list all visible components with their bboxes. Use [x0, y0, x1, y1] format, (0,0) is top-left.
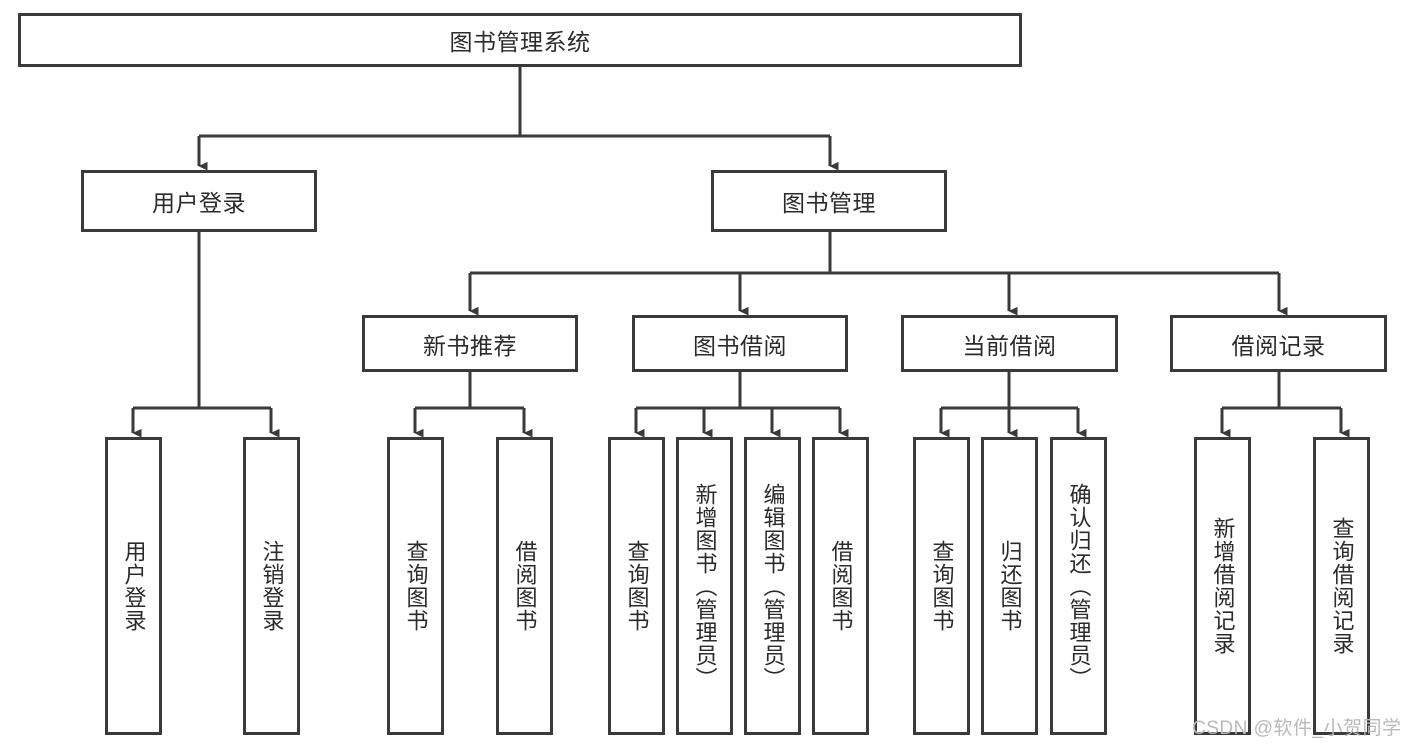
leaf-borrow-book-recommend[interactable]: 借阅图书	[496, 437, 553, 735]
node-book-management[interactable]: 图书管理	[711, 170, 947, 232]
leaf-return-book[interactable]: 归还图书	[981, 437, 1038, 735]
node-label: 新书推荐	[423, 332, 517, 359]
node-label: 查询图书	[624, 540, 650, 632]
node-label: 图书借阅	[693, 332, 787, 359]
leaf-add-book-admin[interactable]: 新增图书（管理员）	[676, 437, 733, 735]
leaf-user-login[interactable]: 用户登录	[105, 437, 162, 735]
leaf-borrow-book[interactable]: 借阅图书	[812, 437, 869, 735]
node-label: 借阅记录	[1231, 332, 1326, 359]
node-label: 借阅图书	[828, 540, 854, 632]
leaf-query-book-recommend[interactable]: 查询图书	[387, 437, 444, 735]
node-borrow-record[interactable]: 借阅记录	[1170, 315, 1387, 372]
leaf-query-borrow-record[interactable]: 查询借阅记录	[1313, 437, 1370, 735]
node-current-borrow[interactable]: 当前借阅	[901, 315, 1118, 372]
node-label: 图书管理	[782, 190, 876, 216]
node-new-book-recommend[interactable]: 新书推荐	[362, 315, 578, 372]
node-label: 确认归还（管理员）	[1066, 482, 1092, 690]
node-label: 新增借阅记录	[1210, 517, 1236, 655]
node-root-system[interactable]: 图书管理系统	[18, 13, 1022, 67]
leaf-edit-book-admin[interactable]: 编辑图书（管理员）	[744, 437, 801, 735]
node-label: 编辑图书（管理员）	[760, 482, 786, 690]
leaf-logout[interactable]: 注销登录	[243, 437, 300, 735]
node-book-borrow[interactable]: 图书借阅	[632, 315, 848, 372]
node-label: 查询借阅记录	[1329, 517, 1355, 655]
watermark: CSDN @软件_小贺同学	[1192, 718, 1402, 739]
node-label: 当前借阅	[962, 332, 1057, 359]
leaf-add-borrow-record[interactable]: 新增借阅记录	[1194, 437, 1251, 735]
node-label: 图书管理系统	[449, 29, 591, 55]
node-label: 注销登录	[259, 540, 285, 632]
node-label: 用户登录	[121, 540, 147, 632]
node-label: 用户登录	[152, 190, 246, 216]
node-label: 查询图书	[929, 540, 955, 632]
leaf-confirm-return-admin[interactable]: 确认归还（管理员）	[1050, 437, 1107, 735]
node-label: 新增图书（管理员）	[692, 482, 718, 690]
node-user-login[interactable]: 用户登录	[81, 170, 317, 232]
node-label: 归还图书	[997, 540, 1023, 632]
leaf-query-book-current[interactable]: 查询图书	[913, 437, 970, 735]
node-label: 借阅图书	[512, 540, 538, 632]
leaf-query-book-borrow[interactable]: 查询图书	[608, 437, 665, 735]
node-label: 查询图书	[403, 540, 429, 632]
